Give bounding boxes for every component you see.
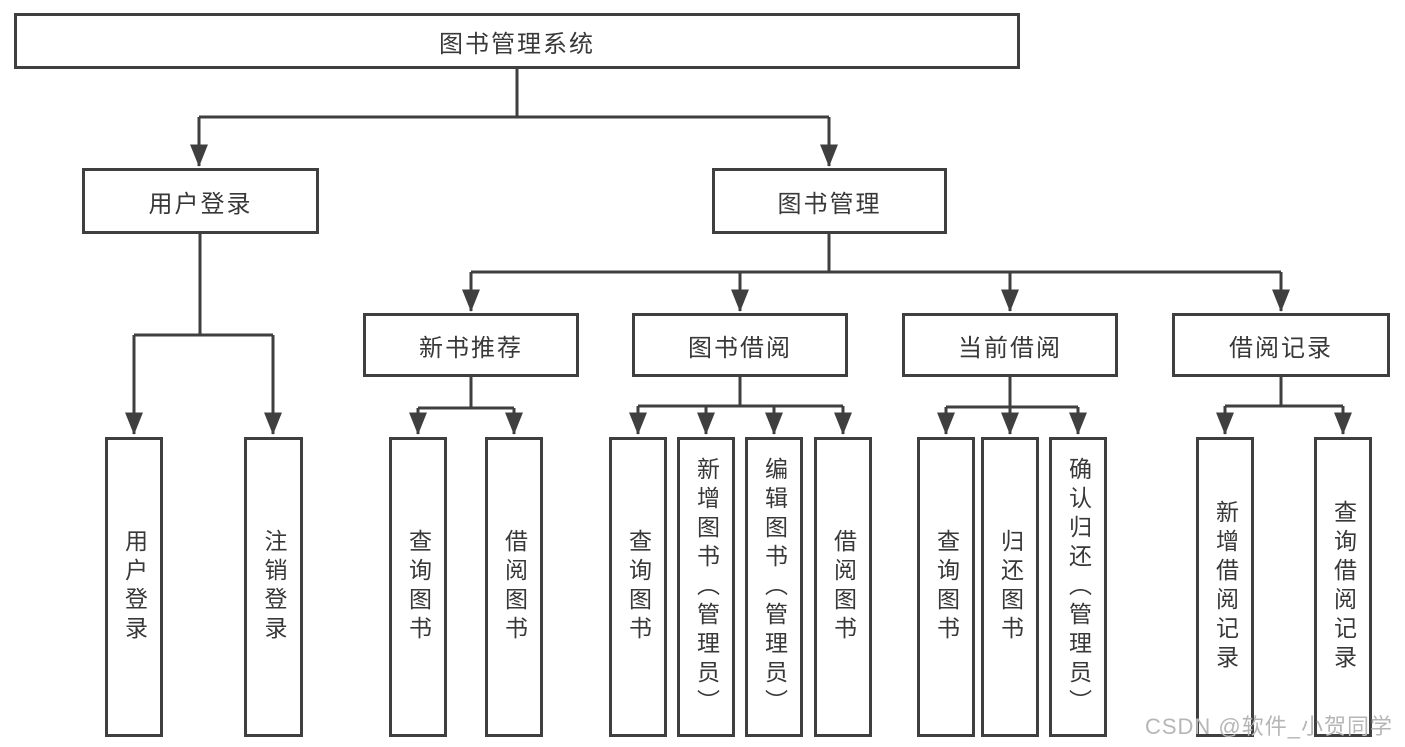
- node-leaf-query-borrow-record: 查询借阅记录: [1314, 437, 1372, 737]
- node-leaf-confirm-return-admin: 确认归还（管理员）: [1049, 437, 1107, 737]
- node-leaf-edit-books-admin: 编辑图书（管理员）: [745, 437, 803, 737]
- node-leaf-query-books-current: 查询图书: [917, 437, 975, 737]
- node-leaf-return-books: 归还图书: [981, 437, 1039, 737]
- node-leaf-borrow-books: 借阅图书: [814, 437, 872, 737]
- node-new-book-recommend: 新书推荐: [363, 313, 579, 377]
- node-leaf-add-borrow-record: 新增借阅记录: [1196, 437, 1254, 737]
- node-leaf-add-books-admin: 新增图书（管理员）: [677, 437, 735, 737]
- node-book-borrowing: 图书借阅: [632, 313, 848, 377]
- node-leaf-user-login: 用户登录: [105, 437, 163, 737]
- csdn-watermark: CSDN @软件_小贺同学: [1144, 714, 1393, 739]
- node-user-login: 用户登录: [82, 168, 319, 234]
- node-current-borrowing: 当前借阅: [902, 313, 1118, 377]
- node-book-management: 图书管理: [712, 168, 947, 234]
- node-root-system: 图书管理系统: [14, 13, 1020, 69]
- node-leaf-logout: 注销登录: [244, 437, 303, 737]
- node-leaf-borrow-books-recommend: 借阅图书: [485, 437, 543, 737]
- node-leaf-query-books-recommend: 查询图书: [389, 437, 447, 737]
- node-leaf-query-books-borrowing: 查询图书: [609, 437, 667, 737]
- node-borrowing-records: 借阅记录: [1172, 313, 1390, 377]
